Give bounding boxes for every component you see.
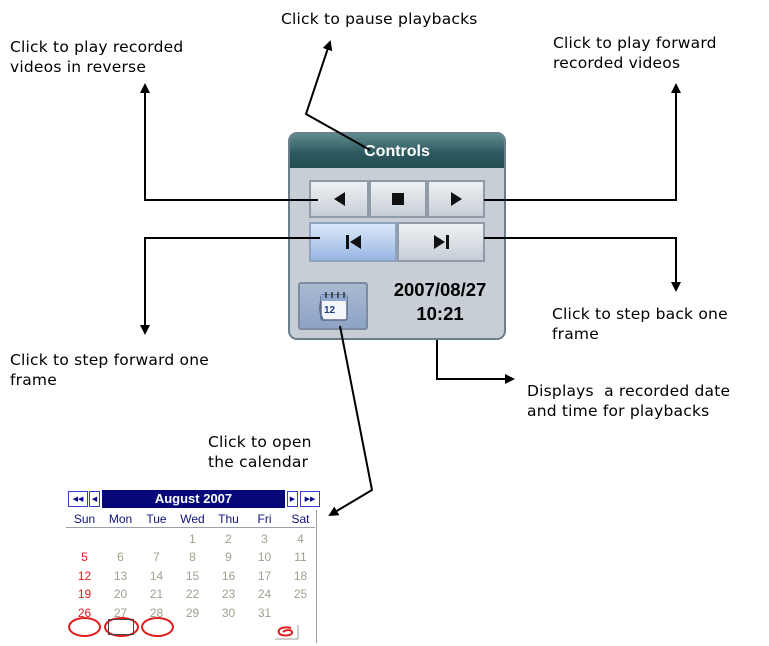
- pause-button[interactable]: [369, 180, 427, 218]
- calendar-day[interactable]: 8: [189, 550, 196, 565]
- weekday-label: Sun: [73, 512, 96, 526]
- annotation-step-back: Click to step back one frame: [552, 305, 728, 343]
- weekday-header: Sun Mon Tue Wed Thu Fri Sat: [66, 510, 325, 528]
- play-reverse-button[interactable]: [309, 180, 369, 218]
- calendar-day[interactable]: 21: [149, 587, 164, 602]
- arrow-datetime: [436, 340, 515, 384]
- annotation-pause: Click to pause playbacks: [281, 10, 478, 28]
- arrow-calendar: [328, 325, 374, 517]
- highlight-circle-28: [141, 617, 174, 637]
- calendar-day[interactable]: 23: [221, 587, 236, 602]
- arrow-forward: [484, 83, 681, 201]
- calendar-day[interactable]: 9: [225, 550, 232, 565]
- calendar-day[interactable]: 13: [113, 568, 128, 583]
- annotation-reverse: Click to play recorded videos in reverse: [10, 38, 184, 76]
- recorded-date: 2007/08/27: [393, 279, 487, 300]
- calendar-header: ◀◀ ◀ August 2007 ▶ ▶▶: [66, 490, 325, 508]
- calendar-day[interactable]: 26: [77, 605, 92, 620]
- calendar-right-border: [316, 510, 317, 643]
- stop-icon: [392, 193, 404, 205]
- calendar-day[interactable]: 10: [257, 550, 272, 565]
- calendar-day[interactable]: 6: [117, 550, 124, 565]
- weekday-label: Thu: [218, 512, 239, 526]
- calendar-day[interactable]: 30: [221, 605, 236, 620]
- prev-year-button[interactable]: ◀◀: [68, 491, 88, 507]
- calendar-day[interactable]: 7: [153, 550, 160, 565]
- calendar-icon: 12: [319, 292, 348, 321]
- recorded-datetime: 2007/08/27 10:21: [384, 278, 496, 326]
- calendar-day[interactable]: 12: [77, 568, 92, 583]
- step-back-button[interactable]: [397, 222, 485, 262]
- calendar-day[interactable]: 2: [225, 532, 232, 546]
- step-forward-icon: [349, 235, 361, 249]
- calendar-day[interactable]: 17: [257, 568, 272, 583]
- calendar-day[interactable]: 24: [257, 587, 272, 602]
- annotation-forward: Click to play forward recorded videos: [553, 34, 717, 72]
- calendar-day[interactable]: 22: [185, 587, 200, 602]
- calendar-popup: ◀◀ ◀ August 2007 ▶ ▶▶ Sun Mon Tue Wed Thu Fri…: [66, 490, 325, 643]
- step-icon-bar: [445, 235, 449, 249]
- step-back-icon: [433, 235, 445, 249]
- recorded-time: 10:21: [416, 303, 464, 324]
- calendar-icon-day: 12: [324, 305, 336, 316]
- highlight-circle-26: [68, 617, 101, 637]
- play-reverse-icon: [333, 192, 345, 206]
- calendar-day[interactable]: 27: [113, 605, 128, 620]
- next-year-button[interactable]: ▶▶: [300, 491, 320, 507]
- step-icon-bar: [345, 235, 349, 249]
- play-forward-icon: [450, 192, 462, 206]
- step-forward-button[interactable]: [309, 222, 397, 262]
- annotation-datetime: Displays a recorded date and time for pl…: [527, 382, 731, 420]
- panel-title: Controls: [290, 134, 504, 168]
- open-calendar-button[interactable]: 12: [298, 282, 368, 330]
- calendar-month-title: August 2007: [102, 490, 285, 508]
- weekday-label: Sat: [291, 512, 310, 526]
- calendar-day[interactable]: 14: [149, 568, 164, 583]
- calendar-day[interactable]: 3: [261, 532, 268, 546]
- arrow-step-back: [484, 237, 681, 292]
- calendar-day[interactable]: 20: [113, 587, 128, 602]
- highlight-circle-27: [104, 617, 139, 637]
- calendar-day[interactable]: 28: [149, 605, 164, 620]
- weekday-label: Wed: [180, 512, 205, 526]
- play-forward-button[interactable]: [427, 180, 485, 218]
- calendar-day[interactable]: 15: [185, 568, 200, 583]
- calendar-day[interactable]: 25: [293, 587, 308, 602]
- annotation-calendar: Click to open the calendar: [208, 433, 312, 471]
- weekday-label: Fri: [257, 512, 272, 526]
- calendar-day[interactable]: 4: [297, 532, 304, 546]
- calendar-day[interactable]: 18: [293, 568, 308, 583]
- selected-day-box: [108, 619, 134, 635]
- calendar-day[interactable]: 16: [221, 568, 236, 583]
- calendar-day[interactable]: 11: [294, 550, 307, 565]
- calendar-day[interactable]: 19: [77, 587, 92, 602]
- calendar-day[interactable]: 5: [81, 550, 88, 565]
- close-calendar-icon[interactable]: [273, 624, 299, 640]
- calendar-day[interactable]: 1: [189, 532, 196, 546]
- weekday-label: Tue: [146, 512, 167, 526]
- calendar-day[interactable]: 29: [185, 605, 200, 620]
- annotation-step-forward: Click to step forward one frame: [10, 351, 209, 389]
- controls-panel: Controls 12 2007/08/27 10:21: [288, 132, 506, 340]
- header-divider: [66, 527, 315, 528]
- prev-month-button[interactable]: ◀: [89, 491, 100, 507]
- calendar-day[interactable]: 31: [257, 605, 272, 620]
- weekday-label: Mon: [108, 512, 133, 526]
- next-month-button[interactable]: ▶: [287, 491, 298, 507]
